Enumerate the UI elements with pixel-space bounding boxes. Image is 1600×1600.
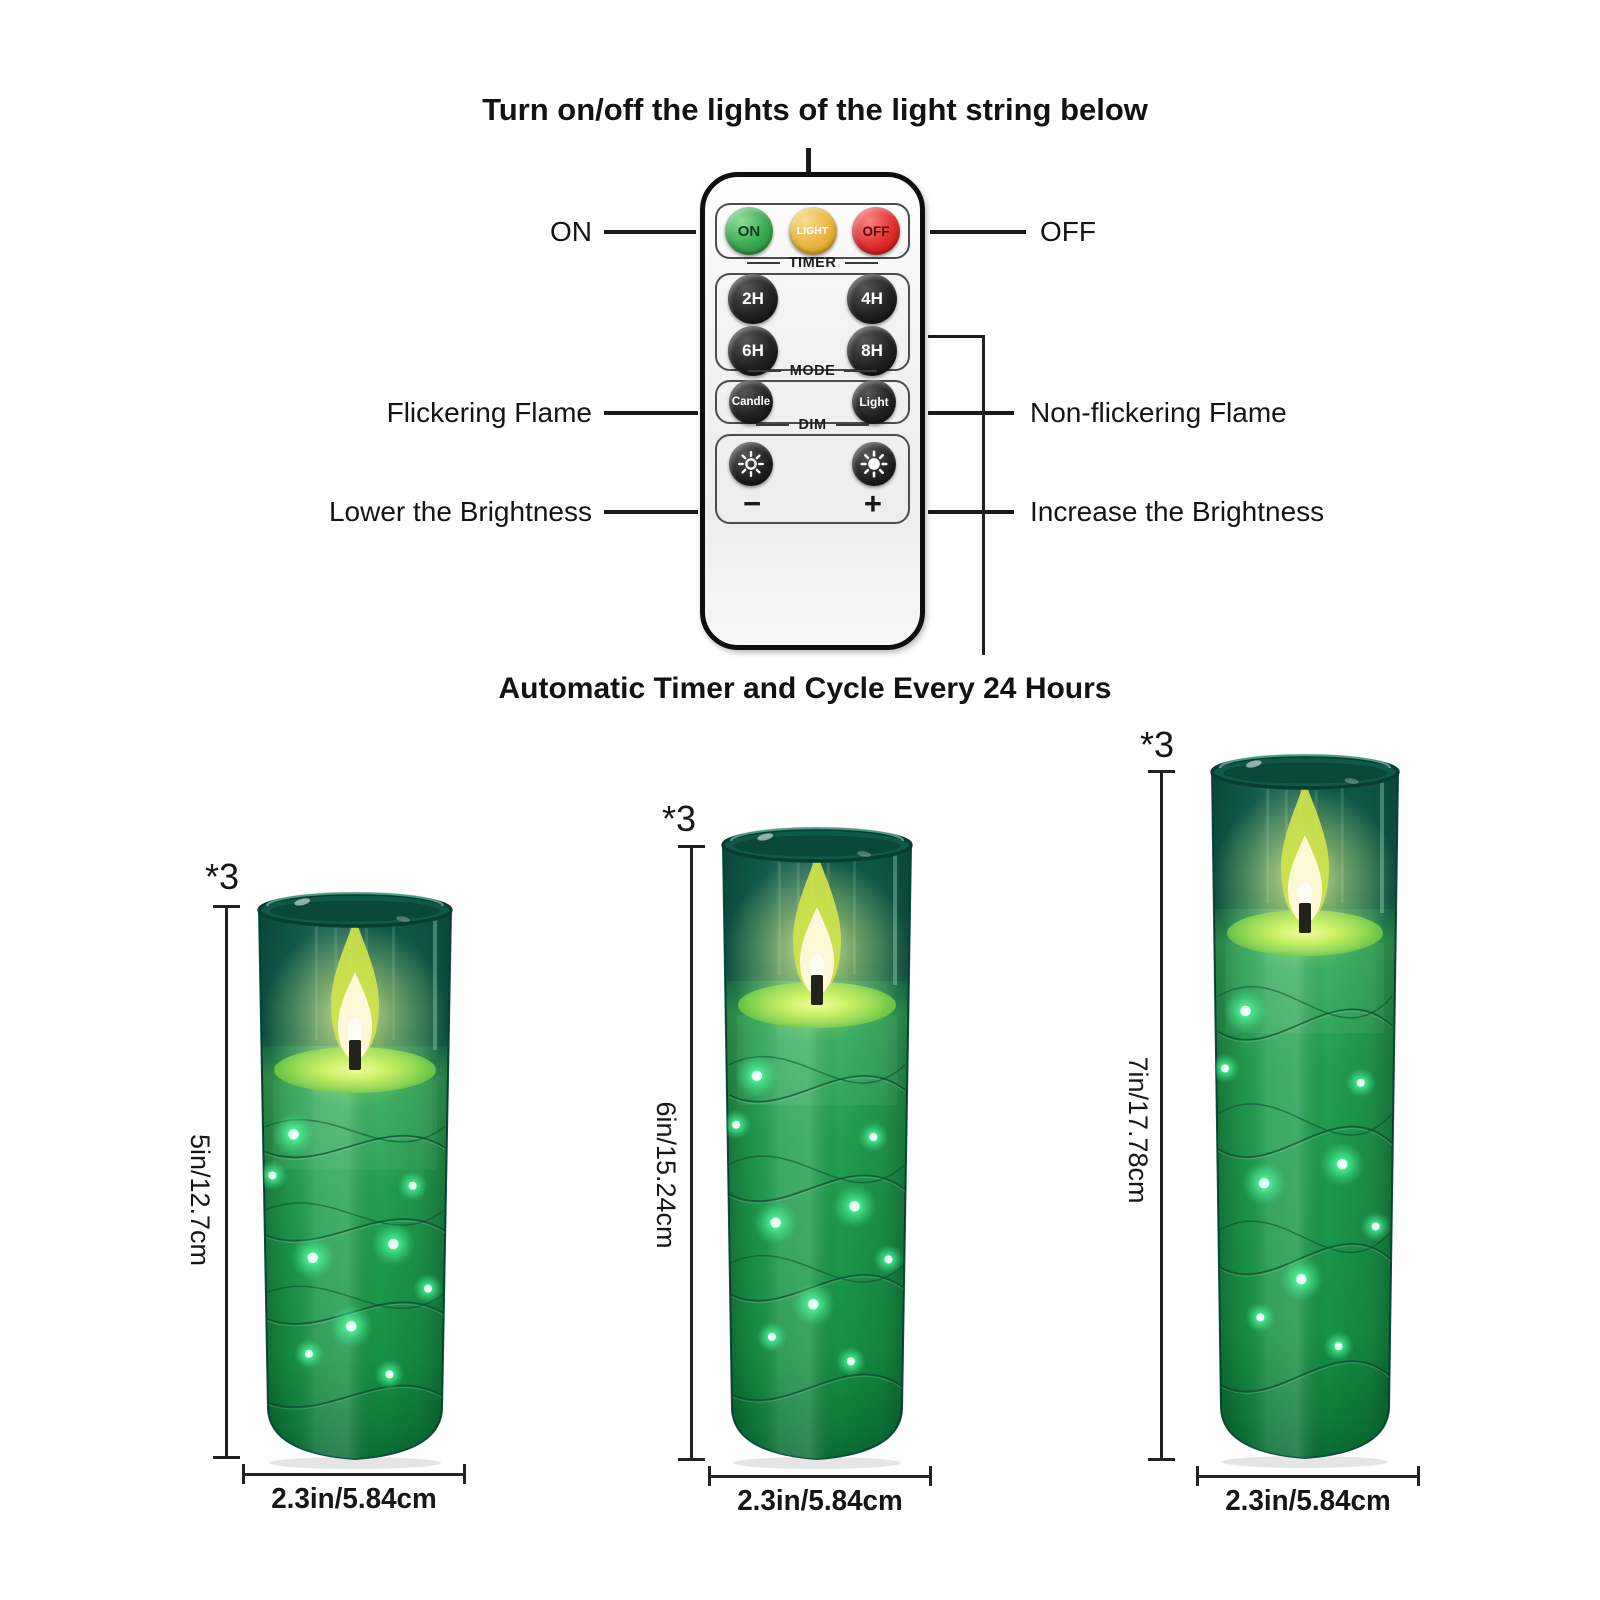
title-connector-line (806, 148, 811, 174)
callout-on-line (604, 230, 696, 234)
callout-lower-brightness-label: Lower the Brightness (328, 496, 592, 527)
dimension-tick (1417, 1466, 1420, 1486)
height-label: 6in/15.24cm (651, 1101, 681, 1249)
remote-power-section: ON LIGHT OFF (715, 203, 910, 259)
mode-candle-button[interactable]: Candle (729, 380, 773, 424)
width-label: 2.3in/5.84cm (737, 1485, 903, 1517)
quantity-label: *3 (662, 798, 697, 839)
divider (756, 423, 790, 427)
mode-light-button[interactable]: Light (852, 380, 896, 424)
timer-6h-button[interactable]: 6H (728, 326, 778, 376)
dimension-tick (213, 1456, 240, 1459)
callout-off-line (930, 230, 1026, 234)
timer-bracket-vertical-line (982, 335, 985, 655)
dim-plus-label: + (863, 486, 882, 521)
height-label: 7in/17.78cm (1123, 1056, 1153, 1204)
width-label: 2.3in/5.84cm (271, 1483, 437, 1515)
callout-increase-brightness-label: Increase the Brightness (1030, 496, 1325, 527)
timer-2h-button[interactable]: 2H (728, 274, 778, 324)
brightness-up-button[interactable] (852, 442, 896, 486)
divider (746, 261, 780, 265)
candle-7in-image (1210, 753, 1400, 1468)
off-button[interactable]: OFF (852, 207, 900, 255)
dim-minus-label: − (743, 486, 762, 521)
light-button[interactable]: LIGHT (788, 207, 837, 255)
height-dimension-line (225, 906, 228, 1459)
dimension-tick (1148, 1458, 1175, 1461)
timer-bracket-horizontal-line (928, 335, 985, 338)
callout-nonflickering-line (928, 411, 1014, 415)
timer-section-label: TIMER (705, 255, 920, 271)
timer-4h-button[interactable]: 4H (847, 274, 897, 324)
remote-control: ON LIGHT OFF TIMER 2H 6H 4H 8H MODE (700, 172, 925, 650)
callout-nonflickering-label: Non-flickering Flame (1030, 397, 1287, 428)
on-button[interactable]: ON (725, 207, 773, 255)
divider (844, 369, 878, 373)
callout-on-label: ON (550, 216, 592, 247)
height-dimension-line (1160, 771, 1163, 1461)
quantity-label: *3 (1140, 724, 1175, 765)
divider (845, 261, 879, 265)
divider (747, 369, 781, 373)
remote-dim-section: − + (715, 434, 910, 524)
remote-timer-section: 2H 6H 4H 8H (715, 273, 910, 376)
divider (835, 423, 869, 427)
height-dimension-line (690, 846, 693, 1461)
width-dimension-line (242, 1473, 466, 1476)
callout-flickering-label: Flickering Flame (386, 397, 592, 428)
callout-off-label: OFF (1040, 216, 1096, 247)
dim-section-label: DIM (705, 417, 920, 433)
dimension-tick (929, 1466, 932, 1486)
candle-5in-image (257, 891, 453, 1469)
brightness-up-icon (860, 450, 888, 478)
height-label: 5in/12.7cm (185, 1133, 215, 1267)
page-title: Turn on/off the lights of the light stri… (482, 92, 1148, 127)
callout-lower-brightness-line (604, 510, 698, 514)
mode-section-label: MODE (705, 363, 920, 379)
timer-8h-button[interactable]: 8H (847, 326, 897, 376)
candle-6in-image (721, 826, 913, 1469)
width-dimension-line (708, 1475, 932, 1478)
width-label: 2.3in/5.84cm (1225, 1485, 1391, 1517)
dimension-tick (678, 1458, 705, 1461)
width-dimension-line (1196, 1475, 1420, 1478)
callout-increase-brightness-line (928, 510, 1014, 514)
brightness-down-icon (737, 450, 765, 478)
caption: Automatic Timer and Cycle Every 24 Hours (498, 672, 1112, 705)
callout-flickering-line (604, 411, 698, 415)
brightness-down-button[interactable] (729, 442, 773, 486)
quantity-label: *3 (205, 856, 240, 897)
remote-mode-section: Candle Light (715, 380, 910, 424)
dimension-tick (463, 1464, 466, 1484)
